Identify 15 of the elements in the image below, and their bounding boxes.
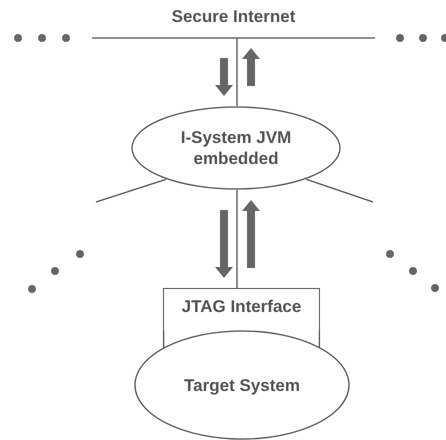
block-arrow bbox=[242, 48, 260, 86]
connector-line bbox=[96, 178, 166, 203]
block-arrow bbox=[242, 200, 260, 268]
block-arrow bbox=[215, 58, 233, 96]
node-label: Secure Internet bbox=[172, 6, 296, 27]
connector-line bbox=[236, 190, 238, 288]
system-ellipse bbox=[134, 330, 350, 440]
block-arrow bbox=[215, 210, 233, 278]
node-label: Target System bbox=[184, 374, 300, 396]
system-ellipse bbox=[131, 106, 341, 190]
connector-line bbox=[306, 178, 374, 203]
node-label: I-System JVM embedded bbox=[180, 127, 292, 169]
connector-line bbox=[236, 38, 238, 106]
interface-box bbox=[163, 288, 320, 331]
node-label: JTAG Interface bbox=[182, 296, 302, 317]
